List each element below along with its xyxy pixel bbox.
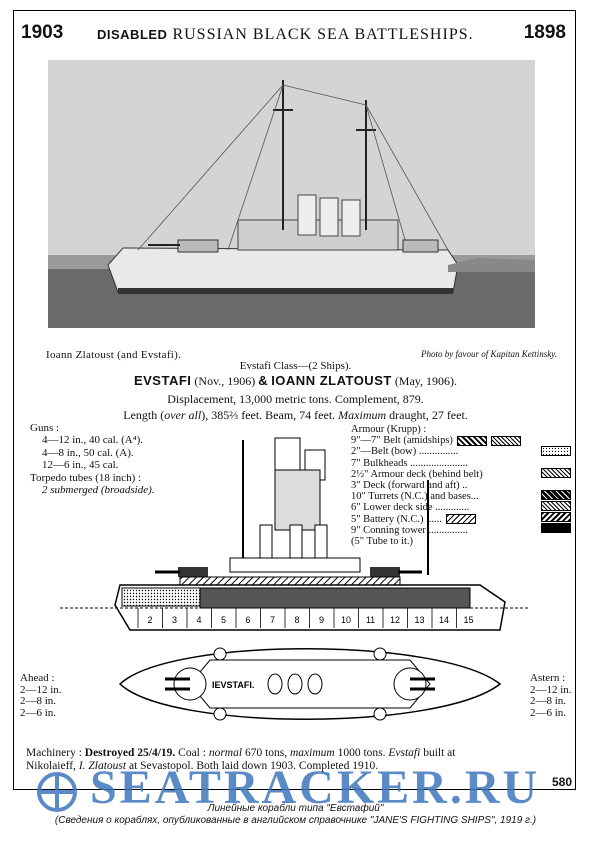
astern-line: 2—6 in. (530, 706, 567, 719)
title-rest: RUSSIAN BLACK SEA BATTLESHIPS. (172, 26, 474, 43)
ahead-block: Ahead : 2—12 in. 2—8 in. 2—6 in. (20, 672, 62, 719)
ship2-name: IOANN ZLATOUST (271, 373, 392, 388)
compartment-number: 5 (221, 615, 226, 625)
compartment-number: 6 (245, 615, 250, 625)
armour-row: 10" Turrets (N.C.) and bases... (351, 490, 571, 502)
guns-heading: Guns : (30, 422, 60, 434)
gun-line: 12—6 in., 45 cal. (42, 459, 119, 472)
gun-line: 4—8 in., 50 cal. (A). (42, 446, 134, 459)
names-amp: & (258, 373, 269, 388)
armour-row: 2"—Belt (bow) ............... (351, 446, 571, 457)
armour-row: 9" Conning tower ............... (351, 523, 571, 536)
compartment-number: 7 (270, 615, 275, 625)
torpedo-heading: Torpedo tubes (18 inch) : (30, 471, 142, 484)
compartment-number: 2 (147, 615, 152, 625)
watermark: SEATRACKER.RU (90, 761, 541, 814)
compartment-number: 8 (294, 615, 299, 625)
guns-block: Guns : 4—12 in., 40 cal. (A⁴). 4—8 in., … (30, 422, 155, 496)
armour-block: Armour (Krupp) : 9"—7" Belt (amidships) … (351, 424, 571, 547)
ahead-line: 2—6 in. (20, 706, 57, 719)
ship-names: EVSTAFI (Nov., 1906) & IOANN ZLATOUST (M… (0, 373, 591, 389)
astern-line: 2—12 in. (530, 683, 572, 696)
compartment-number: 10 (341, 615, 351, 625)
page-number: 580 (552, 775, 573, 789)
armour-heading: Armour (Krupp) : (351, 424, 427, 435)
photo-caption-right: Photo by favour of Kapitan Kettinsky. (421, 349, 557, 359)
year-right: 1898 (523, 22, 566, 43)
machinery-text: Machinery : Destroyed 25/4/19. Coal : no… (26, 747, 456, 772)
ahead-line: 2—8 in. (20, 695, 57, 707)
photo-caption-left: Ioann Zlatoust (and Evstafi). (46, 349, 182, 361)
armour-row: 9"—7" Belt (amidships) (351, 435, 521, 446)
anchor-icon (37, 772, 77, 812)
gun-line: 4—12 in., 40 cal. (A⁴). (42, 434, 143, 447)
compartment-number: 4 (196, 615, 201, 625)
ship-plan-drawing: IEVSTAFI. (118, 647, 502, 721)
astern-line: 2—8 in. (530, 695, 567, 707)
russian-caption: Линейные корабли типа "Евстафий" (207, 803, 384, 814)
compartment-number: 9 (319, 615, 324, 625)
page-header: 1903 DISABLED RUSSIAN BLACK SEA BATTLESH… (13, 20, 576, 50)
armour-row: (5" Tube to it.) (351, 535, 414, 547)
armour-row: 6" Lower deck side ............. (351, 501, 571, 513)
page-frame (13, 10, 576, 790)
ship1-date: (Nov., 1906) (194, 374, 256, 388)
class-line: Evstafi Class—(2 Ships). (239, 360, 352, 372)
compartment-number: 14 (439, 615, 449, 625)
ahead-line: 2—12 in. (20, 683, 62, 696)
compartment-number: 12 (390, 615, 400, 625)
compartment-number: 15 (463, 615, 473, 625)
displacement-line: Displacement, 13,000 metric tons. Comple… (167, 392, 424, 406)
length-line: Length (over all), 385⅔ feet. Beam, 74 f… (123, 408, 468, 422)
armour-row: 5" Battery (N.C.) ...... (351, 512, 571, 525)
armour-row: 7" Bulkheads ...................... (351, 457, 468, 469)
compartment-number: 13 (414, 615, 424, 625)
russian-source-note: (Сведения о кораблях, опубликованные в а… (54, 815, 537, 826)
ahead-heading: Ahead : (20, 672, 55, 684)
compartment-number: 3 (172, 615, 177, 625)
armour-row: 3" Deck (forward and aft) .. (351, 479, 468, 491)
year-left: 1903 (21, 22, 64, 43)
ship-photo (48, 60, 535, 328)
ship2-date: (May, 1906). (394, 374, 458, 388)
astern-block: Astern : 2—12 in. 2—8 in. 2—6 in. (530, 672, 572, 719)
title-bold: DISABLED (97, 27, 168, 42)
ship1-name: EVSTAFI (133, 373, 192, 388)
plan-ship-name: IEVSTAFI. (212, 680, 254, 690)
astern-heading: Astern : (530, 672, 566, 684)
page-title: DISABLED RUSSIAN BLACK SEA BATTLESHIPS. (97, 26, 474, 44)
ship-profile-drawing: 2 3 4 5 6 7 8 9 10 11 12 13 14 15 (60, 437, 530, 631)
compartment-number: 11 (366, 615, 375, 625)
armour-row: 2½" Armour deck (behind belt) (351, 468, 571, 480)
torpedo-line: 2 submerged (broadside). (42, 484, 155, 497)
